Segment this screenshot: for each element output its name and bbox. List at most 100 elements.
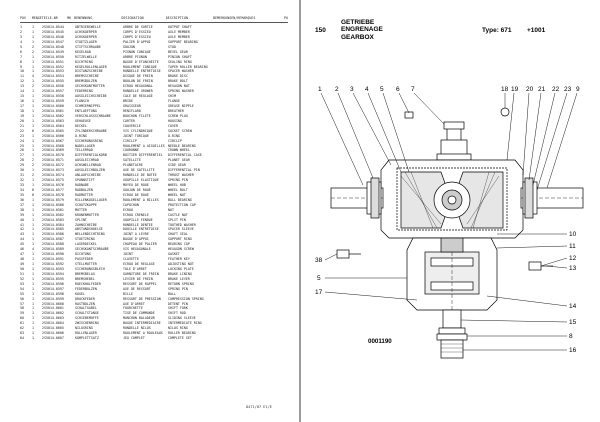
cell-fr: ROULEMENT A AIGUILLES <box>123 143 165 148</box>
cell-fr: SATELLITE <box>123 158 141 163</box>
cell-fr: BOULON DE FREIN <box>123 79 153 84</box>
cell-qty: 1 <box>32 276 34 281</box>
callout-19: 19 <box>511 86 519 93</box>
callout-17: 17 <box>315 289 323 296</box>
cell-qty: 1 <box>32 252 34 257</box>
cell-de: RADBOLZEN <box>75 187 93 192</box>
cell-qty: 1 <box>32 79 34 84</box>
cell-fr: MANCHON BALADEUR <box>123 316 155 321</box>
cell-fr: ECROU <box>123 207 133 212</box>
cell-part: 2S5014-0580 <box>42 202 64 207</box>
cell-en: DIFFERENTIAL PIN <box>168 168 200 173</box>
cell-en: SPRING PIN <box>168 286 188 291</box>
cell-part: 2S5014-0595 <box>42 276 64 281</box>
cell-part: 2S5014-0588 <box>42 242 64 247</box>
cell-qty: 1 <box>32 257 34 262</box>
cell-pos: 63 <box>20 331 24 336</box>
gearbox-exploded-drawing: 1 2 3 4 5 6 7 18 19 20 21 22 23 9 10 11 … <box>315 86 584 360</box>
cell-pos: 47 <box>20 252 24 257</box>
cell-de: WELLENDICHTRING <box>75 232 105 237</box>
header-desc-en: DESCRIPTION <box>165 16 188 20</box>
cell-pos: 9 <box>20 64 22 69</box>
cell-en: FEATHER KEY <box>168 257 190 262</box>
title-en: GEARBOX <box>341 33 374 41</box>
cell-qty: 1 <box>32 39 34 44</box>
cell-fr: RONDELLE DENTEE <box>123 222 153 227</box>
cell-fr: BAGUE D'ETANCHEITE <box>123 59 159 64</box>
header-desc-de: BENENNUNG <box>74 16 93 20</box>
cell-fr: RONDELLE DE BUTEE <box>123 173 157 178</box>
cell-de: BREMSHEBEL <box>75 276 95 281</box>
cell-pos: 62 <box>20 326 24 331</box>
cell-part: 2S5014-0565 <box>42 128 64 133</box>
cell-en: SIDE GEAR <box>168 163 186 168</box>
cell-part: 2S5014-0566 <box>42 133 64 138</box>
callout-2: 2 <box>335 86 339 93</box>
cell-part: 2S5014-0600 <box>42 301 64 306</box>
cell-fr: JOINT TORIQUE <box>123 133 149 138</box>
cell-fr: RONDELLE ENTRETOISE <box>123 69 161 74</box>
cell-de: DISTANZSCHEIBE <box>75 69 103 74</box>
header-desc-fr: DESIGNATION <box>121 16 144 20</box>
callout-7: 7 <box>411 86 415 93</box>
cell-fr: BAGUE D'APPUI <box>123 237 149 242</box>
cell-qty: 1 <box>32 29 34 34</box>
footer-code: D471/07 E1/E <box>246 405 272 409</box>
cell-fr: GOUJON <box>123 44 135 49</box>
cell-part: 2S5014-0586 <box>42 232 64 237</box>
cell-en: CROWN WHEEL <box>168 148 190 153</box>
cell-pos: 32 <box>20 178 24 183</box>
cell-part: 2S5014-0603 <box>42 316 64 321</box>
cell-en: PINION SHAFT <box>168 54 192 59</box>
cell-part: 2S5014-0561 <box>42 108 64 113</box>
cell-part: 2S5014-0596 <box>42 281 64 286</box>
cell-de: ZWISCHENRING <box>75 321 99 326</box>
cell-part: 2S5014-0564 <box>42 123 64 128</box>
cell-qty: 1 <box>32 207 34 212</box>
cell-qty: 1 <box>32 59 34 64</box>
cell-part: 2S5014-0604 <box>42 321 64 326</box>
title-fr: ENGRENAGE <box>341 26 383 34</box>
cell-pos: 52 <box>20 276 24 281</box>
cell-pos: 60 <box>20 316 24 321</box>
parts-table-header: POS MENGE TEILE-NR MK BENENNUNG DESIGNAT… <box>20 16 288 22</box>
cell-fr: ROULEMENT A BILLES <box>123 197 159 202</box>
cell-pos: 39 <box>20 212 24 217</box>
cell-qty: 1 <box>32 266 34 271</box>
cell-en: LOCKING PLATE <box>168 266 194 271</box>
cell-qty: 1 <box>32 301 34 306</box>
cell-part: 2S5014-0560 <box>42 104 64 108</box>
cell-pos: 2 <box>20 29 22 34</box>
cell-pos: 44 <box>20 237 24 242</box>
cell-qty: 1 <box>32 89 34 94</box>
cell-en: BRAKE BOLT <box>168 79 188 84</box>
cell-part: 2S5014-0550 <box>42 54 64 59</box>
cell-pos: 20 <box>20 118 24 123</box>
cell-en: WHEEL NUT <box>168 192 186 197</box>
cell-fr: GOUPILLE FENDUE <box>123 217 153 222</box>
callout-3: 3 <box>350 86 354 93</box>
type-label: Type: 671 <box>482 27 512 34</box>
cell-de: SICHERUNGSBLECH <box>75 266 105 271</box>
cell-qty: 1 <box>32 168 34 173</box>
cell-part: 2S5014-0557 <box>42 89 64 94</box>
cell-de: BREMSBOLZEN <box>75 79 97 84</box>
cell-de: SCHUTZKAPPE <box>75 202 97 207</box>
cell-pos: 19 <box>20 113 24 118</box>
cell-fr: JOINT <box>123 252 133 257</box>
